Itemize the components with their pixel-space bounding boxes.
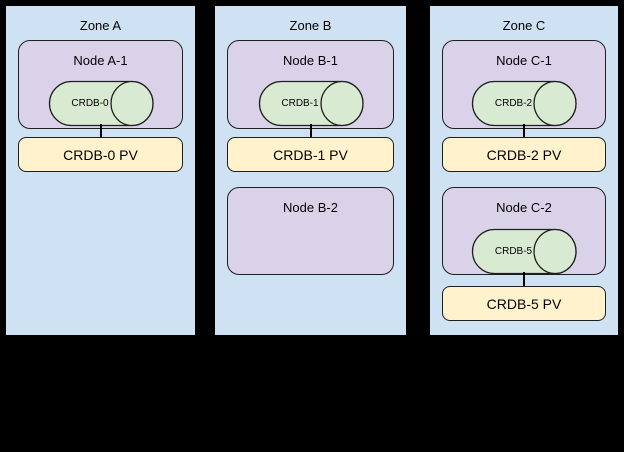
cylinder-icon	[471, 80, 577, 127]
zone-a-title: Zone A	[79, 18, 122, 33]
zone-a: Zone A Node A-1 CRDB-0 CRDB-0 PV	[4, 4, 197, 337]
node-a-1: Node A-1 CRDB-0	[18, 40, 183, 129]
zone-b: Zone B Node B-1 CRDB-1 CRDB-1 PV Node B-…	[213, 4, 408, 337]
crdb-2-pv-label: CRDB-2 PV	[486, 146, 562, 163]
crdb-1-pv: CRDB-1 PV	[227, 137, 394, 172]
crdb-5-pv: CRDB-5 PV	[442, 286, 606, 321]
cylinder-icon	[258, 80, 364, 127]
crdb-1-pv-label: CRDB-1 PV	[273, 146, 348, 163]
zone-b-title: Zone B	[289, 18, 332, 33]
node-b-2: Node B-2	[227, 187, 394, 275]
crdb-0-cylinder: CRDB-0	[48, 80, 154, 127]
node-c-2-title: Node C-2	[496, 200, 552, 215]
node-c-1-title: Node C-1	[496, 53, 552, 68]
crdb-5-label: CRDB-5	[494, 246, 533, 257]
node-b-2-title: Node B-2	[283, 200, 338, 215]
connector-crdb-0-to-pv	[99, 124, 102, 137]
crdb-2-pv: CRDB-2 PV	[442, 137, 606, 172]
crdb-0-pv-label: CRDB-0 PV	[63, 146, 138, 163]
node-b-1-title: Node B-1	[283, 53, 338, 68]
connector-crdb-5-to-pv	[523, 272, 525, 286]
crdb-5-cylinder: CRDB-5	[471, 228, 577, 275]
crdb-5-pv-label: CRDB-5 PV	[486, 295, 562, 312]
node-c-2: Node C-2 CRDB-5	[442, 187, 606, 275]
cylinder-icon	[48, 80, 154, 127]
cylinder-icon	[471, 228, 577, 275]
crdb-2-label: CRDB-2	[494, 98, 533, 109]
zone-c-title: Zone C	[502, 18, 546, 33]
crdb-2-cylinder: CRDB-2	[471, 80, 577, 127]
connector-crdb-1-to-pv	[309, 124, 312, 137]
crdb-1-label: CRDB-1	[281, 98, 319, 109]
node-a-1-title: Node A-1	[73, 53, 128, 68]
zone-c: Zone C Node C-1 CRDB-2 CRDB-2 PV Node C-…	[428, 4, 620, 337]
node-b-1: Node B-1 CRDB-1	[227, 40, 394, 129]
crdb-0-pv: CRDB-0 PV	[18, 137, 183, 172]
crdb-0-label: CRDB-0	[71, 98, 109, 109]
connector-crdb-2-to-pv	[523, 124, 525, 137]
node-c-1: Node C-1 CRDB-2	[442, 40, 606, 129]
crdb-1-cylinder: CRDB-1	[258, 80, 364, 127]
